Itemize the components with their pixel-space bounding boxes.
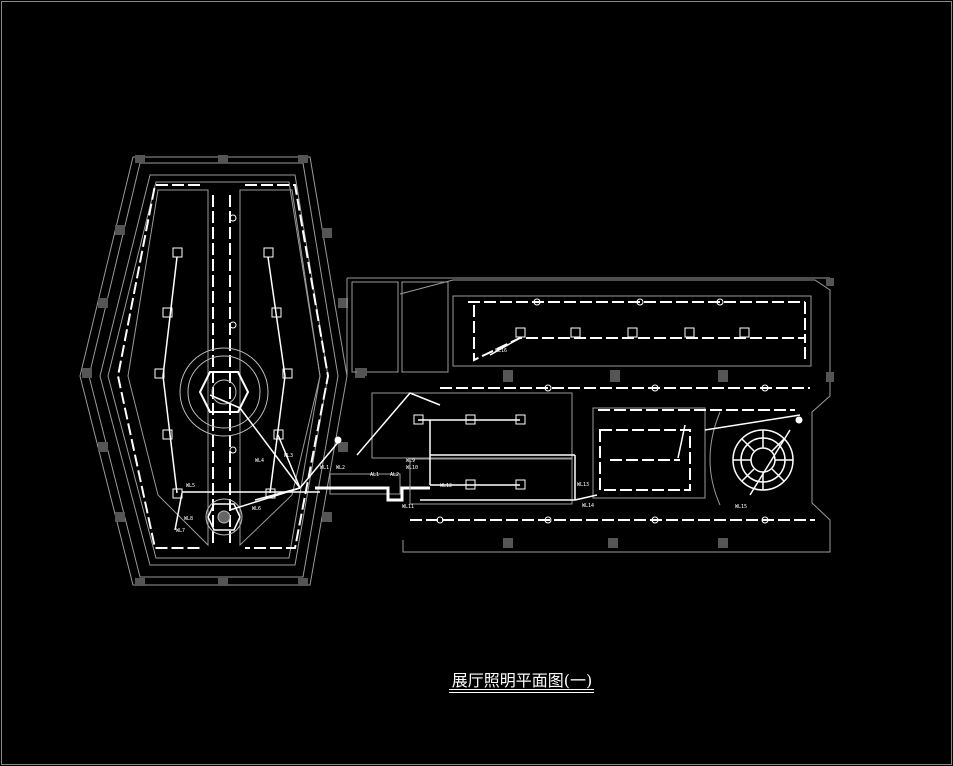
circuit-label: WL10 <box>406 465 418 471</box>
drawing-title: 展厅照明平面图(一) <box>451 671 593 690</box>
circuit-label: WL7 <box>176 528 185 534</box>
downlights-center <box>229 214 237 454</box>
circuit-label: WL8 <box>184 516 193 522</box>
circuit-label: AL2 <box>390 472 399 478</box>
circuit-label: WL16 <box>495 348 507 354</box>
circuit-label: WL2 <box>336 465 345 471</box>
circuit-label: WL15 <box>735 504 747 510</box>
circuit-label: WL13 <box>577 482 589 488</box>
circuit-label: WL6 <box>252 506 261 512</box>
right-hall-wiring <box>356 337 801 501</box>
right-hall-walls <box>371 279 831 553</box>
circuit-label: WL1 <box>320 465 329 471</box>
circuit-label: WL12 <box>440 483 452 489</box>
circuit-label: WL3 <box>284 453 293 459</box>
title-underline <box>449 689 594 690</box>
circuit-label: WL5 <box>186 483 195 489</box>
hexagon-wiring <box>162 256 341 531</box>
hexagon-light-strips <box>116 184 330 549</box>
corridor-feed <box>315 486 430 502</box>
circuit-label: WL9 <box>406 458 415 464</box>
title-underline <box>449 692 594 693</box>
circuit-label: WL11 <box>402 504 414 510</box>
circuit-label: WL4 <box>255 458 264 464</box>
rotunda-feature <box>732 429 794 491</box>
corridor <box>329 277 830 495</box>
circuit-label: AL1 <box>370 472 379 478</box>
right-hall-columns <box>357 278 834 548</box>
circuit-label: WL14 <box>582 503 594 509</box>
hexagon-center-rings <box>179 347 269 536</box>
right-hall-downlights <box>436 298 769 524</box>
circuit-labels: WL5 WL3 WL4 WL6 WL7 WL8 WL1 WL2 AL1 AL2 … <box>176 348 747 534</box>
right-hall-light-strips <box>410 301 815 521</box>
distribution-panels <box>334 416 803 444</box>
